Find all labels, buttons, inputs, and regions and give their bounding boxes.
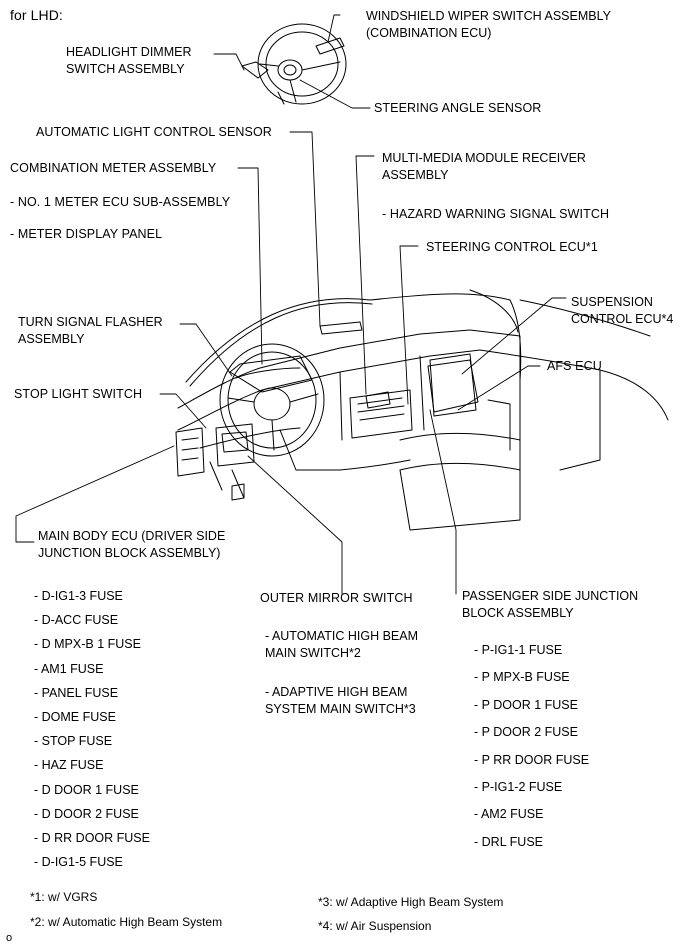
- fuse-item: - HAZ FUSE: [34, 758, 104, 773]
- afs-ecu-label: AFS ECU: [547, 359, 602, 373]
- steering-wheel-drawing: [241, 23, 347, 105]
- right-panel-drawing: [479, 299, 669, 471]
- fuse-item: - P-IG1-2 FUSE: [474, 779, 563, 794]
- fuse-item: - P RR DOOR FUSE: [474, 752, 590, 767]
- fuse-item: - AM2 FUSE: [474, 807, 544, 822]
- fuse-item: - D DOOR 1 FUSE: [34, 782, 139, 797]
- fuse-item: - STOP FUSE: [34, 734, 113, 749]
- fuse-item: - D DOOR 2 FUSE: [34, 806, 139, 821]
- fuse-item: - AM1 FUSE: [34, 661, 104, 676]
- page-title: for LHD:: [10, 7, 63, 23]
- fuse-item: - D MPX-B 1 FUSE: [34, 637, 141, 652]
- leader-lines: [15, 14, 567, 595]
- fuse-item: - P-IG1-1 FUSE: [474, 643, 563, 657]
- dash-steering-wheel-drawing: [219, 343, 325, 457]
- fuse-item: - D RR DOOR FUSE: [34, 830, 150, 845]
- left-fuse-list: - D-IG1-3 FUSE - D-ACC FUSE - D MPX-B 1 …: [34, 588, 150, 878]
- steering-control-ecu-label: STEERING CONTROL ECU*1: [426, 240, 598, 254]
- fuse-item: - D-IG1-5 FUSE: [34, 855, 123, 870]
- dashboard-drawing: [177, 329, 521, 531]
- fuse-item: - P DOOR 1 FUSE: [474, 697, 578, 712]
- steering-angle-sensor-label: STEERING ANGLE SENSOR: [374, 101, 542, 115]
- meter-item: - NO. 1 METER ECU SUB-ASSEMBLY: [10, 195, 231, 209]
- auto-light-sensor-label: AUTOMATIC LIGHT CONTROL SENSOR: [36, 125, 272, 139]
- windshield-wiper-label: WINDSHIELD WIPER SWITCH ASSEMBLY(COMBINA…: [366, 9, 611, 40]
- fuse-item: - P MPX-B FUSE: [474, 670, 570, 685]
- outer-mirror-switch-label: OUTER MIRROR SWITCH: [260, 591, 413, 605]
- footnote-1: *1: w/ VGRS: [30, 890, 98, 904]
- meter-item: - METER DISPLAY PANEL: [10, 227, 163, 241]
- fuse-item: - DOME FUSE: [34, 709, 116, 724]
- fuse-item: - D-IG1-3 FUSE: [34, 589, 123, 603]
- right-fuse-list: - P-IG1-1 FUSE - P MPX-B FUSE - P DOOR 1…: [474, 642, 589, 861]
- fuse-item: - DRL FUSE: [474, 834, 543, 849]
- fuse-item: - D-ACC FUSE: [34, 613, 119, 628]
- footnote-2: *2: w/ Automatic High Beam System: [30, 915, 223, 929]
- footnote-4: *4: w/ Air Suspension: [318, 919, 432, 933]
- stop-light-switch-label: STOP LIGHT SWITCH: [14, 387, 143, 401]
- footnote-3: *3: w/ Adaptive High Beam System: [318, 895, 504, 909]
- main-body-ecu-drawing: [175, 423, 255, 477]
- combination-meter-label: COMBINATION METER ASSEMBLY: [10, 161, 217, 175]
- fuse-item: - P DOOR 2 FUSE: [474, 725, 578, 740]
- fuse-item: - PANEL FUSE: [34, 685, 119, 700]
- figure-id: o: [6, 932, 13, 944]
- hazard-switch-label: - HAZARD WARNING SIGNAL SWITCH: [382, 207, 610, 221]
